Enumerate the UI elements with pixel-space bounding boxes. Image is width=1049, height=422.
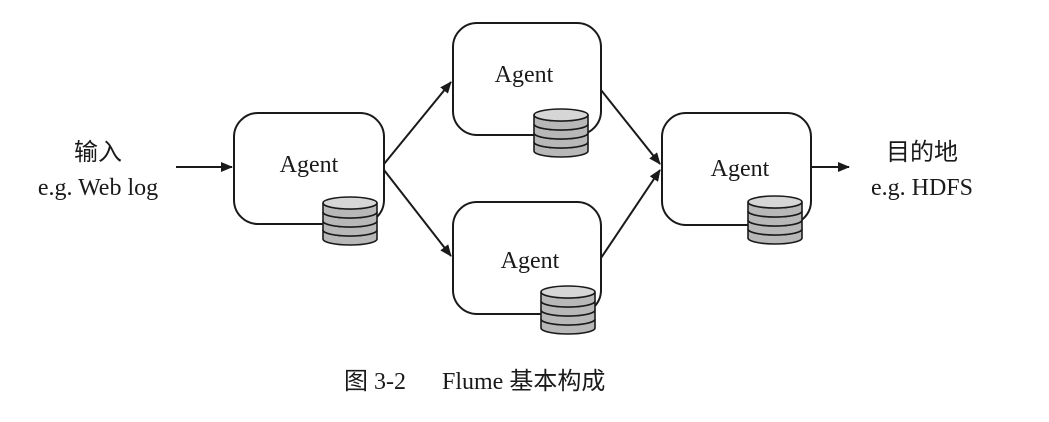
input-title: 输入 [74, 139, 122, 166]
arrow-agent-3-to-agent-4 [600, 169, 661, 259]
arrow-agent-1-to-agent-2 [383, 81, 452, 165]
agent-node-upper: Agent [452, 22, 602, 158]
agent-box [452, 22, 602, 136]
arrow-agent-1-to-agent-3 [383, 169, 452, 257]
agent-label: Agent [495, 62, 554, 88]
input-example: e.g. Web log [38, 175, 158, 201]
destination-title: 目的地 [886, 139, 958, 166]
destination-example: e.g. HDFS [871, 175, 973, 201]
agent-node-sink: Agent [661, 112, 812, 245]
channel-disk-icon [322, 196, 378, 246]
disk-top [540, 285, 596, 299]
agent-label: Agent [711, 156, 770, 182]
disk-top [322, 196, 378, 210]
figure-title: Flume 基本构成 [442, 368, 605, 395]
channel-disk-icon [540, 285, 596, 335]
figure-number: 图 3-2 [344, 369, 406, 395]
agent-node-source: Agent [233, 112, 385, 246]
figure-caption: 图 3-2 Flume 基本构成 [344, 368, 605, 395]
disk-top [533, 108, 589, 122]
arrow-agent-2-to-agent-4 [600, 89, 661, 165]
agent-label: Agent [280, 152, 339, 178]
agent-node-lower: Agent [452, 201, 602, 335]
channel-disk-icon [533, 108, 589, 158]
agent-label: Agent [501, 248, 560, 274]
disk-top [747, 195, 803, 209]
channel-disk-icon [747, 195, 803, 245]
